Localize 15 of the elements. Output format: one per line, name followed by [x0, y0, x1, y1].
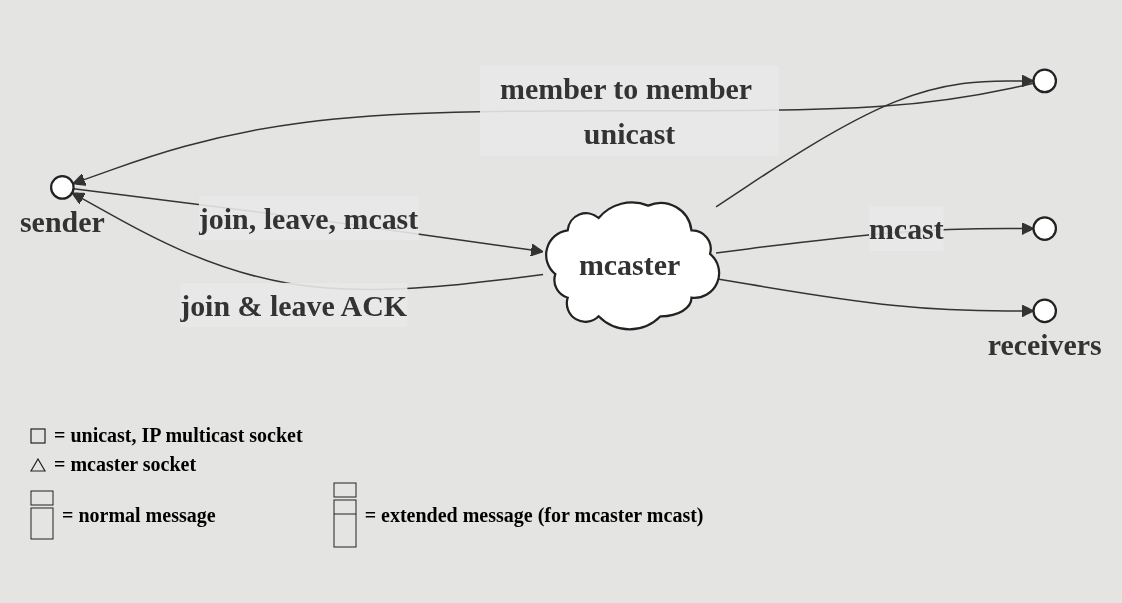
node-circle	[1032, 215, 1058, 241]
node-circle	[1032, 68, 1058, 93]
legend-text: = unicast, IP multicast socket	[54, 424, 303, 447]
edge-label: join & leave ACK	[180, 288, 408, 322]
arrow	[71, 191, 544, 290]
legend-text: = normal message	[62, 503, 216, 527]
node-circle	[50, 174, 75, 200]
edge-label: member to member unicast	[500, 71, 752, 150]
legend-text: = mcaster socket	[54, 453, 197, 476]
legend-text: = extended message (for mcaster mcast)	[364, 503, 704, 527]
node-circle	[1032, 298, 1058, 323]
edge-label: join, leave, mcast	[198, 201, 419, 235]
node-caption: sender	[19, 204, 105, 238]
node-caption: receivers	[987, 327, 1102, 361]
edge-label: mcast	[868, 211, 944, 245]
